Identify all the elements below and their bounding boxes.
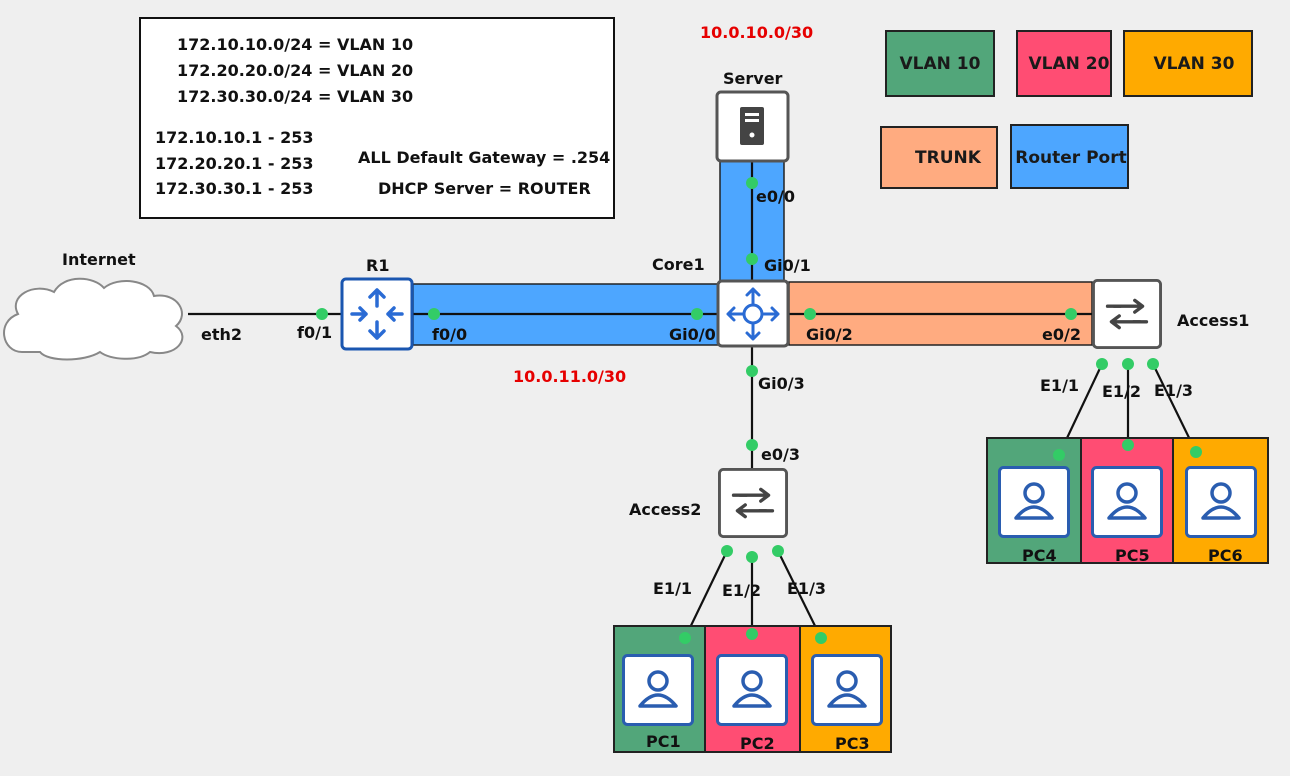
dhcp-server-text: DHCP Server = ROUTER [378,179,591,198]
port-dot-core-gi0-0 [691,308,703,320]
port-dot-r1-f0-1 [316,308,328,320]
port-label-core-gi0-0: Gi0/0 [669,325,716,344]
router-link-subnet: 10.0.11.0/30 [513,367,626,386]
port-dot-access1-e0-2 [1065,308,1077,320]
vlan10-subnet-text: 172.10.10.0/24 = VLAN 10 [177,35,413,54]
pc5-icon[interactable] [1091,466,1163,538]
access1-switch[interactable] [1092,279,1162,349]
port-dot-pc3 [815,632,827,644]
router-icon [350,288,404,340]
port-dots [316,177,1202,644]
port-label-core-gi0-2: Gi0/2 [806,325,853,344]
port-label-access1-e0-2: e0/2 [1042,325,1081,344]
port-dot-server-e0-0 [746,177,758,189]
internet-label: Internet [62,250,136,269]
port-dot-access2-e0-3 [746,439,758,451]
link-access2-pc1 [684,550,728,639]
legend-vlan20-swatch [1016,30,1112,97]
pc3-label: PC3 [835,734,870,753]
port-label-core-gi0-1: Gi0/1 [764,256,811,275]
pc6-label: PC6 [1208,546,1243,565]
vlan20-subnet-text: 172.20.20.0/24 = VLAN 20 [177,61,413,80]
port-label-access2-e0-3: e0/3 [761,445,800,464]
port-label-eth2: eth2 [201,325,242,344]
vlan20-range-text: 172.20.20.1 - 253 [155,154,313,173]
port-dot-core-gi0-3 [746,365,758,377]
port-label-server-e0-0: e0/0 [756,187,795,206]
port-dot-pc5 [1122,439,1134,451]
port-dot-access2-e1-1 [721,545,733,557]
legend-router-port-label: Router Port [1015,148,1126,168]
port-label-core-gi0-3: Gi0/3 [758,374,805,393]
access2-switch[interactable] [717,468,789,538]
legend-trunk-label: TRUNK [915,148,982,168]
legend-trunk-swatch [880,126,998,189]
legend-router-port-swatch [1010,124,1129,189]
pc1-label: PC1 [646,732,681,751]
vlan30-range-text: 172.30.30.1 - 253 [155,179,313,198]
vlan30-subnet-text: 172.30.30.0/24 = VLAN 30 [177,87,413,106]
multilayer-switch-icon [726,287,780,341]
legend: VLAN 10 VLAN 20 VLAN 30 TRUNK Router Por… [880,30,1253,189]
core-switch-core1[interactable] [716,279,790,348]
port-label-access1-e1-1: E1/1 [1040,376,1079,395]
port-label-access1-e1-3: E1/3 [1154,381,1193,400]
port-dot-access2-e1-2 [746,551,758,563]
links [188,160,1197,639]
port-dot-access1-e1-1 [1096,358,1108,370]
pc5-label: PC5 [1115,546,1150,565]
pc3-icon[interactable] [811,654,883,726]
server-icon [740,107,764,145]
access1-label: Access1 [1177,311,1249,330]
server-label: Server [723,69,783,88]
vlan10-range-text: 172.10.10.1 - 253 [155,128,313,147]
port-dot-r1-f0-0 [428,308,440,320]
port-dot-pc4 [1053,449,1065,461]
r1-label: R1 [366,256,389,275]
port-label-access2-e1-3: E1/3 [787,579,826,598]
port-dot-core-gi0-2 [804,308,816,320]
router-r1[interactable] [340,277,414,351]
port-label-r1-f0-0: f0/0 [432,325,467,344]
pc4-icon[interactable] [998,466,1070,538]
port-dot-pc1 [679,632,691,644]
port-dot-access1-e1-2 [1122,358,1134,370]
legend-vlan10-swatch [885,30,995,97]
pc2-icon[interactable] [716,654,788,726]
default-gateway-text: ALL Default Gateway = .254 [358,148,610,167]
port-dot-core-gi0-1 [746,253,758,265]
pc1-icon[interactable] [622,654,694,726]
port-dot-access1-e1-3 [1147,358,1159,370]
legend-vlan30-label: VLAN 30 [1154,54,1235,74]
server-device[interactable] [715,90,790,163]
port-dot-access2-e1-3 [772,545,784,557]
link-access2-pc3 [777,550,822,639]
pc2-label: PC2 [740,734,775,753]
internet-cloud-icon [3,277,184,361]
port-label-access2-e1-1: E1/1 [653,579,692,598]
pc6-icon[interactable] [1185,466,1257,538]
port-label-access2-e1-2: E1/2 [722,581,761,600]
access2-label: Access2 [629,500,701,519]
core1-label: Core1 [652,255,705,274]
port-label-r1-f0-1: f0/1 [297,323,332,342]
port-dot-pc6 [1190,446,1202,458]
server-link-subnet: 10.0.10.0/30 [700,23,813,42]
info-box: 172.10.10.0/24 = VLAN 10 172.20.20.0/24 … [139,17,615,219]
port-label-access1-e1-2: E1/2 [1102,382,1141,401]
port-dot-pc2 [746,628,758,640]
legend-vlan20-label: VLAN 20 [1029,54,1110,74]
legend-vlan10-label: VLAN 10 [900,54,981,74]
pc4-label: PC4 [1022,546,1057,565]
legend-vlan30-swatch [1123,30,1253,97]
